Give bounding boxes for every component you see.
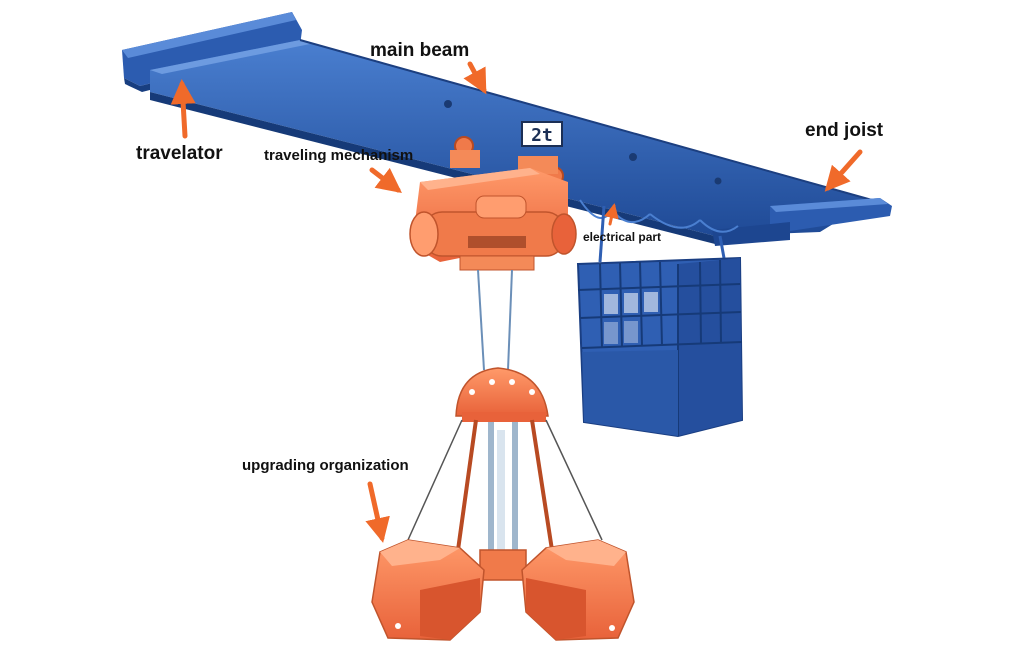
operator-cab (576, 205, 744, 438)
main-beam (150, 39, 873, 244)
label-traveling-mechanism: traveling mechanism (264, 147, 414, 164)
label-travelator: travelator (136, 143, 223, 164)
label-end-joist: end joist (805, 120, 884, 141)
right-end-joist (712, 198, 892, 246)
hoist-trolley (409, 136, 577, 271)
arrow-upgrading-organization (365, 481, 390, 543)
label-electrical-part: electrical part (583, 230, 662, 244)
label-upgrading-organization: upgrading organization (242, 457, 409, 474)
arrow-electrical-part (604, 203, 619, 226)
tonnage-plate: 2t (521, 121, 563, 147)
arrow-traveling-mechanism (369, 167, 402, 194)
arrow-end-joist (824, 149, 863, 192)
label-main-beam: main beam (370, 40, 470, 61)
tonnage-plate-text: 2t (531, 125, 553, 146)
callout-arrows (170, 61, 863, 543)
grab-bucket (371, 367, 635, 641)
hoist-ropes (477, 269, 513, 371)
arrow-main-beam (463, 61, 487, 95)
arrow-travelator (170, 79, 196, 139)
